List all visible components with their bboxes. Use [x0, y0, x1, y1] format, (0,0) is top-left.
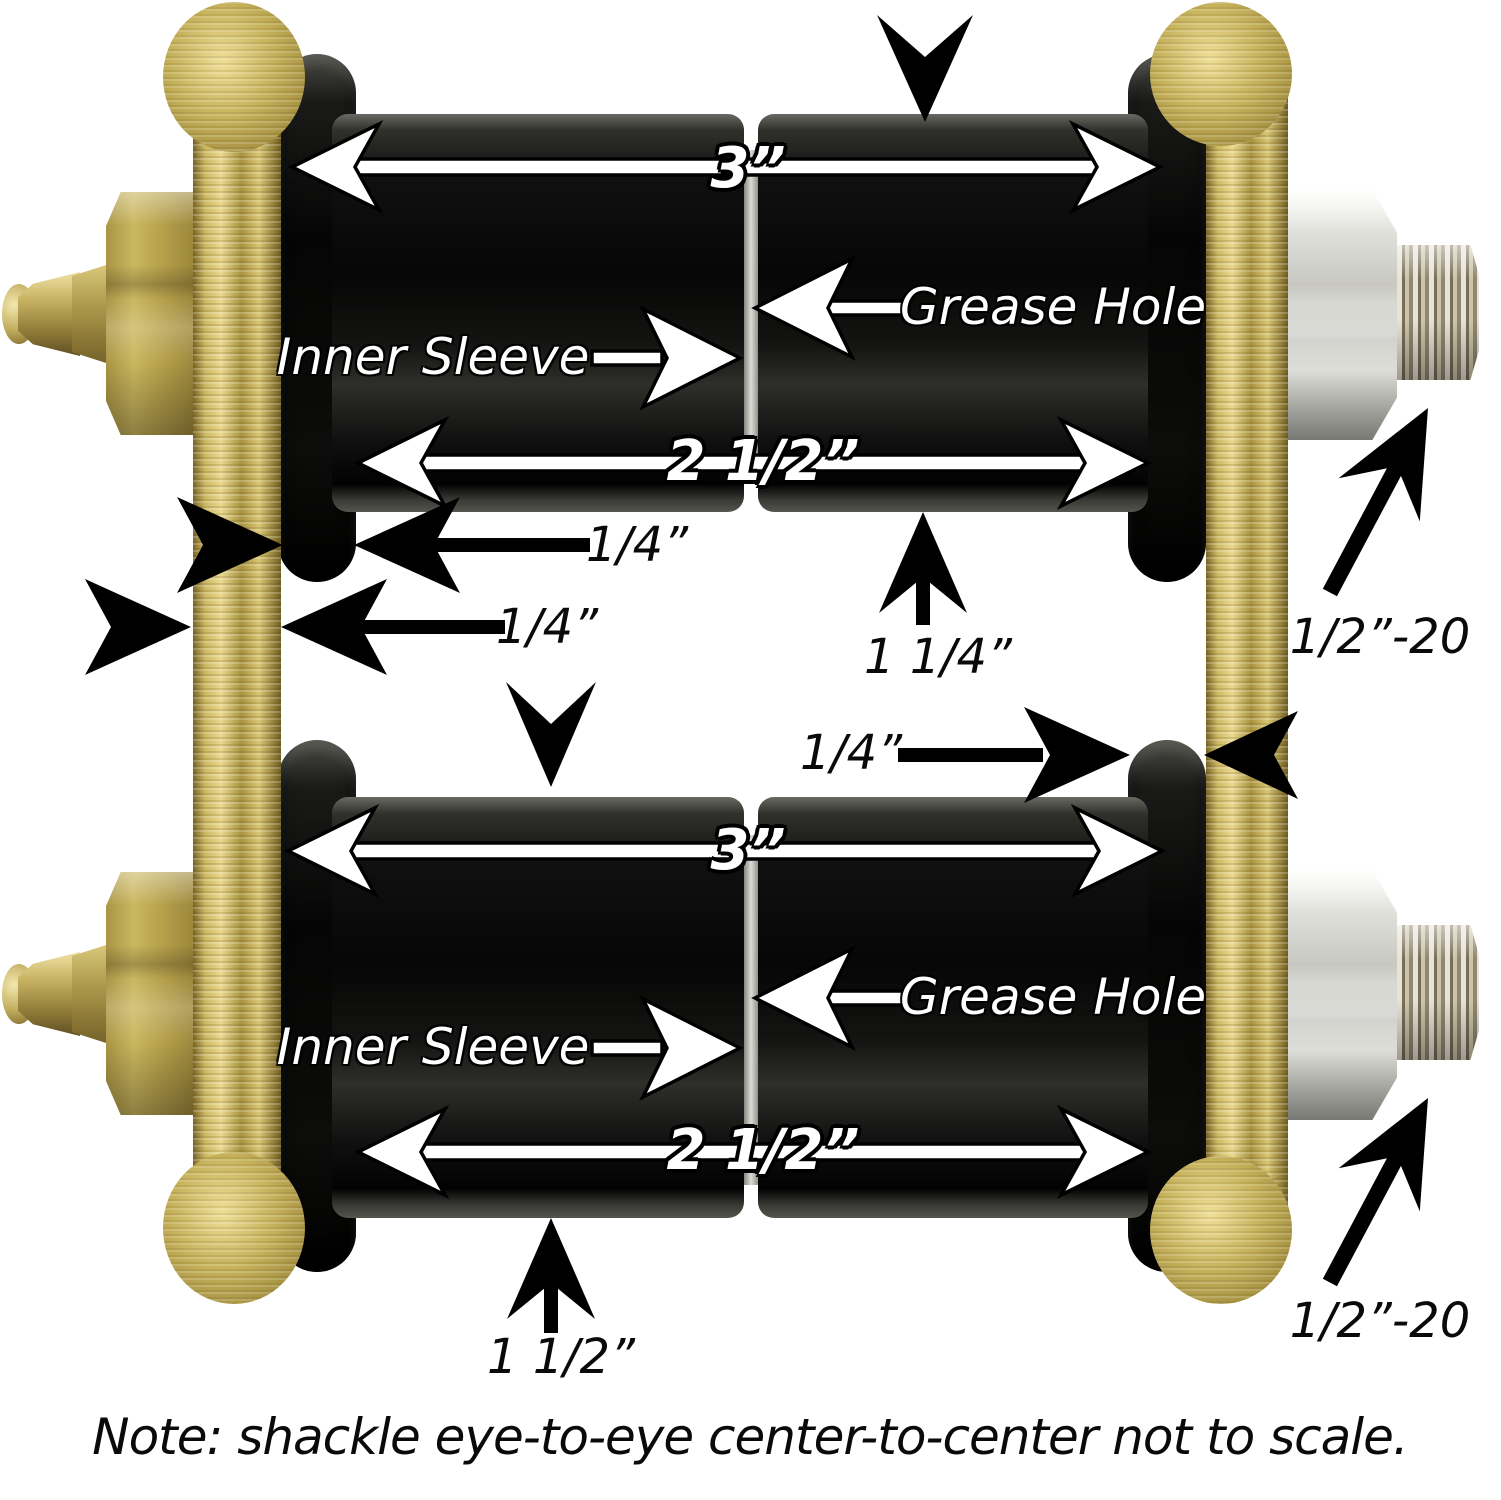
right-plate-top-eye: [1150, 2, 1292, 146]
top-hex-nut: [1285, 190, 1397, 440]
label-overall-width-bottom: 3”: [710, 818, 786, 883]
right-plate-bottom-eye: [1150, 1156, 1292, 1304]
left-plate-bottom-eye: [163, 1152, 305, 1304]
pointer-lower-bushing-top: [506, 682, 596, 787]
bottom-zerk-nipple: [18, 952, 80, 1036]
label-flange-thickness-top: 1/4”: [585, 517, 689, 573]
pointer-top-grease-hole: [877, 15, 973, 122]
right-shackle-plate: [1206, 60, 1288, 1250]
top-inner-sleeve: [742, 150, 760, 480]
label-inner-sleeve-top: Inner Sleeve: [276, 328, 590, 386]
bottom-grease-bolt-head: [106, 872, 198, 1115]
bottom-threaded-stud: [1393, 925, 1479, 1060]
left-shackle-plate: [193, 60, 281, 1250]
label-plate-thickness: 1/4”: [495, 599, 599, 655]
label-grease-hole-top: Grease Hole: [899, 278, 1207, 336]
label-sleeve-width-top: 2 1/2”: [666, 429, 860, 494]
label-inner-sleeve-bottom: Inner Sleeve: [276, 1018, 590, 1076]
top-threaded-stud: [1393, 245, 1479, 380]
footnote: Note: shackle eye-to-eye center-to-cente…: [92, 1408, 1409, 1466]
left-plate-top-eye: [163, 2, 305, 152]
top-zerk-nipple: [18, 272, 80, 356]
dim-arrow-1half: [507, 1218, 595, 1333]
label-overall-width-top: 3”: [710, 136, 786, 201]
label-flange-height: 1 1/2”: [487, 1329, 635, 1385]
dim-arrow-quarter-plate: [85, 579, 505, 675]
top-grease-bolt-head: [106, 192, 198, 435]
label-grease-hole-bottom: Grease Hole: [899, 968, 1207, 1026]
label-sleeve-width-bottom: 2 1/2”: [666, 1118, 860, 1183]
label-thread-size-top: 1/2”-20: [1289, 609, 1471, 665]
label-flange-thickness-right: 1/4”: [799, 725, 903, 781]
label-body-diameter: 1 1/4”: [864, 629, 1012, 685]
bottom-hex-nut: [1285, 870, 1397, 1120]
label-thread-size-bottom: 1/2”-20: [1289, 1293, 1471, 1349]
bottom-inner-sleeve: [742, 835, 760, 1185]
dim-arrow-1quarter: [879, 512, 967, 625]
